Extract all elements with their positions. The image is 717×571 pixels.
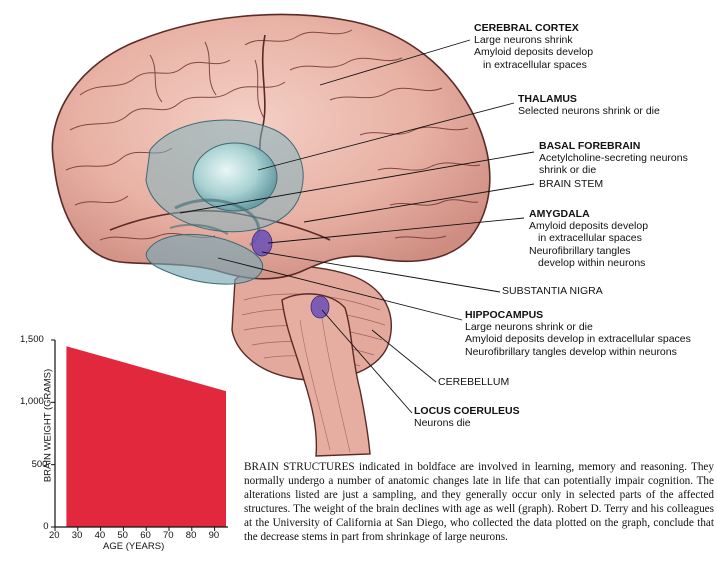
y-tick-label: 1,000 (20, 396, 44, 408)
label-cerebellum: CEREBELLUM (438, 376, 510, 388)
thalamus-title: THALAMUS (518, 93, 577, 105)
figure-caption: BRAIN STRUCTURES indicated in boldface a… (244, 461, 714, 543)
hippocampus-title: HIPPOCAMPUS (465, 309, 544, 321)
amygdala-title: AMYGDALA (529, 208, 590, 220)
y-tick-label: 1,500 (20, 334, 44, 345)
hippocampus-line-2: Amyloid deposits develop in extracellula… (465, 333, 691, 346)
x-tick-label: 40 (94, 530, 106, 541)
hippocampus-line-3: Neurofibrillary tangles develop within n… (465, 345, 677, 358)
locus-coeruleus-title: LOCUS COERULEUS (414, 405, 520, 417)
thalamus-shape (192, 142, 278, 212)
hippocampus-line-1: Large neurons shrink or die (465, 321, 593, 334)
locus-coeruleus-line-1: Neurons die (414, 417, 471, 430)
label-brain-stem: BRAIN STEM (539, 178, 604, 190)
label-hippocampus: HIPPOCAMPUS Large neurons shrink or die … (465, 309, 691, 358)
thalamus-line-1: Selected neurons shrink or die (518, 105, 660, 118)
basal-forebrain-line-2: shrink or die (539, 164, 597, 177)
y-tick-label: 0 (43, 521, 49, 532)
brain-weight-area (66, 346, 227, 527)
y-tick-label: 500 (31, 458, 48, 470)
x-tick-label: 60 (140, 530, 151, 541)
basal-forebrain-line-1: Acetylcholine-secreting neurons (539, 152, 688, 165)
label-locus-coeruleus: LOCUS COERULEUS Neurons die (414, 405, 520, 429)
x-tick-label: 30 (71, 530, 83, 541)
amygdala-line-4: develop within neurons (538, 256, 646, 269)
amygdala-line-3: Neurofibrillary tangles (529, 244, 631, 257)
cerebral-cortex-line-1: Large neurons shrink (474, 34, 573, 47)
brain-stem-shape (281, 293, 371, 457)
label-amygdala: AMYGDALA Amyloid deposits develop in ext… (529, 208, 648, 269)
x-tick-label: 20 (49, 530, 60, 541)
amygdala-line-1: Amyloid deposits develop (529, 220, 649, 233)
label-thalamus: THALAMUS Selected neurons shrink or die (518, 93, 660, 117)
x-tick-label: 70 (163, 530, 174, 541)
x-tick-label: 90 (208, 530, 220, 541)
basal-forebrain-title: BASAL FOREBRAIN (539, 140, 641, 152)
x-tick-label: 50 (117, 530, 128, 541)
cerebral-cortex-line-2: Amyloid deposits develop (474, 46, 594, 59)
amygdala-line-2: in extracellular spaces (538, 232, 642, 245)
label-basal-forebrain: BASAL FOREBRAIN Acetylcholine-secreting … (539, 140, 688, 177)
y-axis-label: BRAIN WEIGHT (GRAMS) (42, 368, 54, 483)
x-tick-label: 80 (185, 530, 197, 541)
cerebral-cortex-title: CEREBRAL CORTEX (474, 22, 579, 34)
label-substantia-nigra: SUBSTANTIA NIGRA (502, 285, 603, 297)
hippocampus-shape (145, 233, 264, 285)
label-cerebral-cortex: CEREBRAL CORTEX Large neurons shrink Amy… (474, 22, 593, 71)
cerebral-cortex-line-3: in extracellular spaces (483, 58, 587, 71)
x-axis-label: AGE (YEARS) (103, 541, 165, 552)
